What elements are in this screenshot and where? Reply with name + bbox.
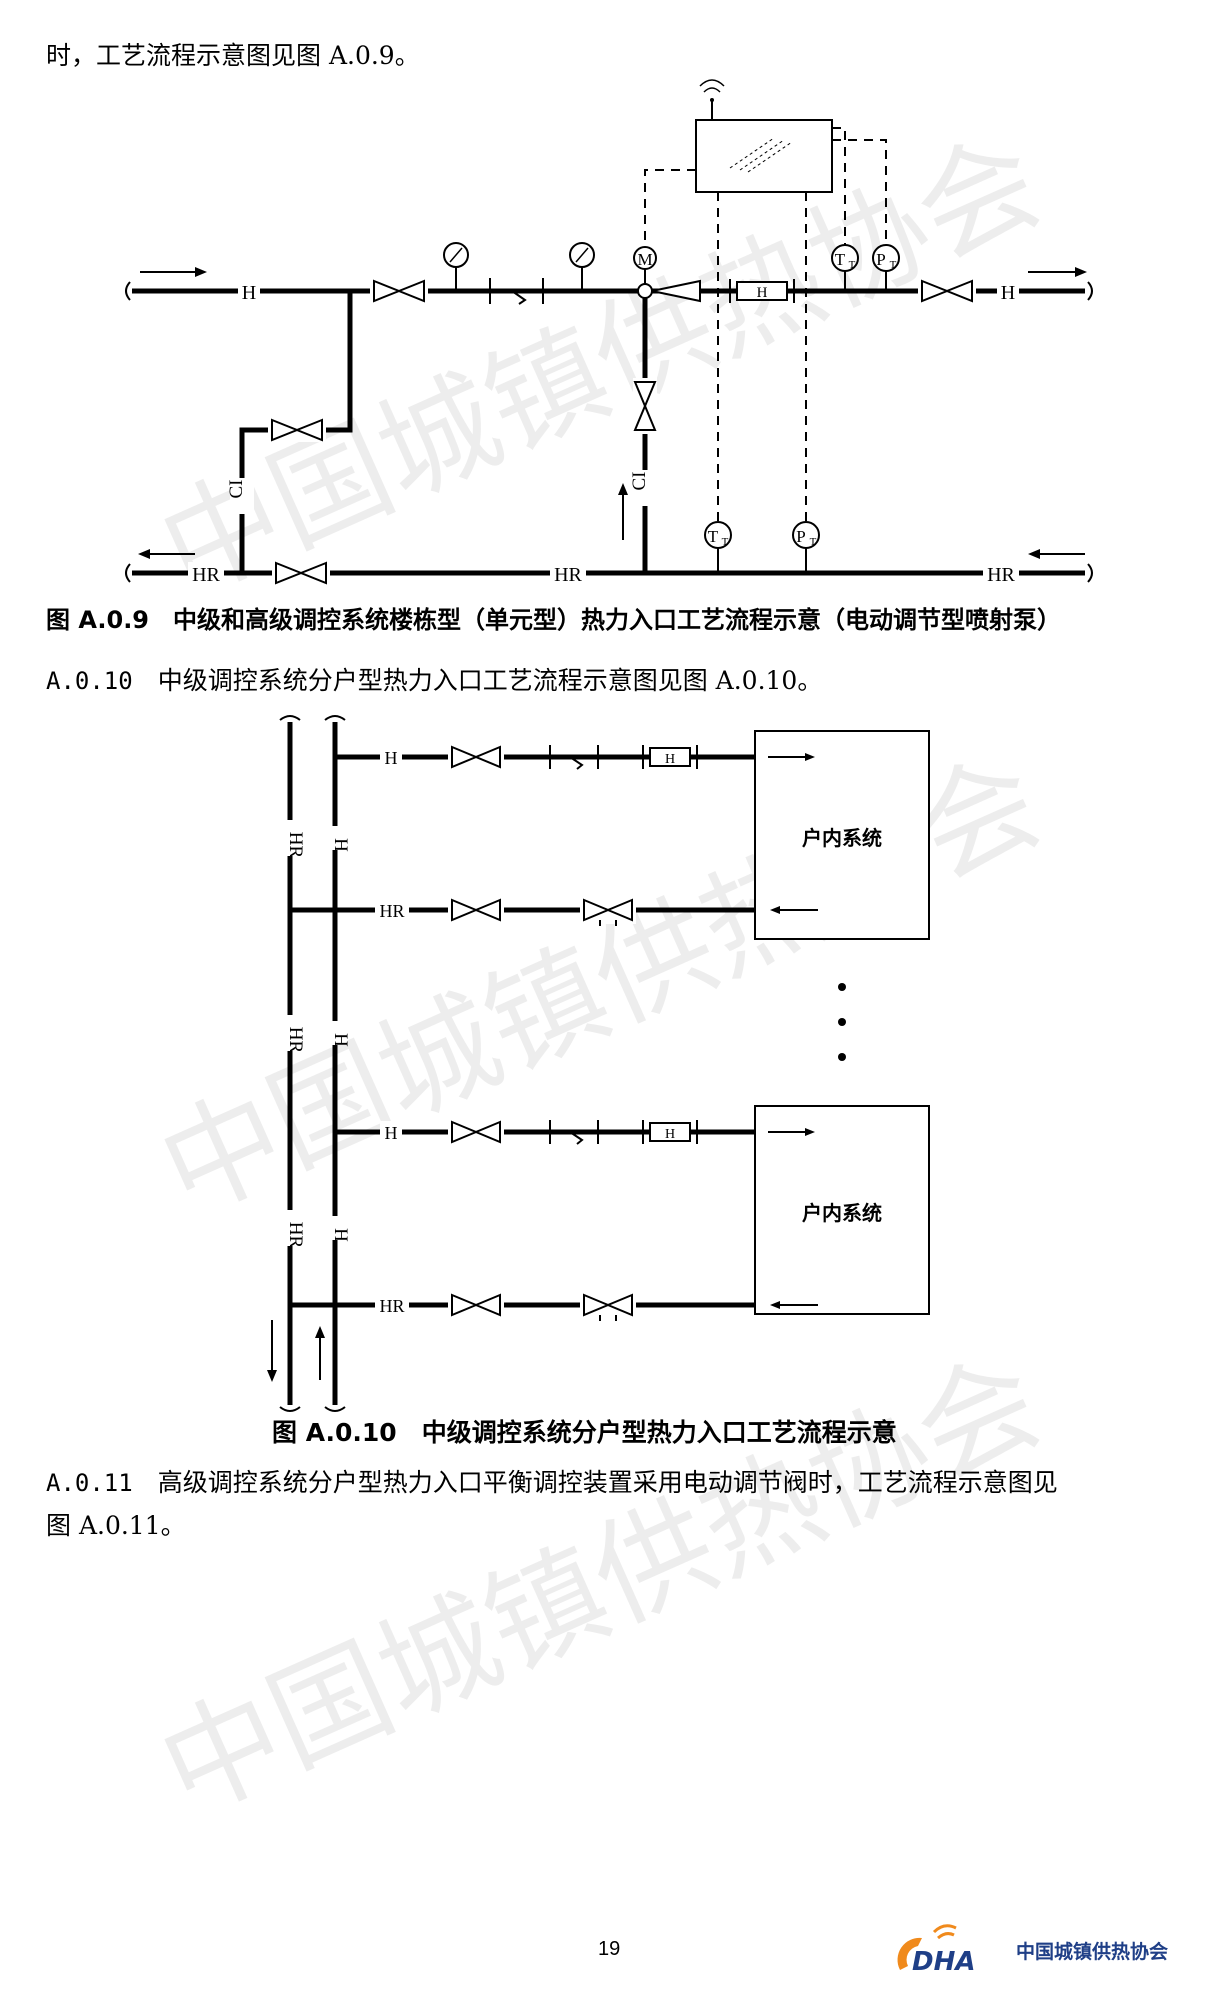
branch-label-h: H [385,748,398,768]
pipe-label-h: H [242,282,256,304]
meter-label: H [665,752,675,767]
paragraph-text: 高级调控系统分户型热力入口平衡调控装置采用电动调节阀时，工艺流程示意图见 [157,1468,1058,1497]
branch-label-h: H [385,1123,398,1143]
paragraph: A.0.10 中级调控系统分户型热力入口工艺流程示意图见图 A.0.10。 [46,663,822,699]
meter-label: H [665,1127,675,1142]
pipe-label-ci: CI [226,480,247,499]
unit-label: 户内系统 [802,1201,882,1225]
pipe-label-hr: HR [192,564,220,586]
sensor-label-t-sub: T [849,259,856,271]
pipe-label-ci: CI [629,472,650,491]
sensor-label-p: P [796,527,805,546]
riser-label-hr: HR [285,1027,306,1054]
clause-number: A.0.11 [46,1469,133,1497]
pipe-label-h: H [1001,282,1015,304]
sensor-label-p: P [876,250,885,269]
figure-a09-diagram: H H HR HR HR CI M CI [125,79,1093,586]
motor-label: M [637,250,652,269]
branch-label-hr: HR [379,901,404,921]
paragraph: A.0.11 高级调控系统分户型热力入口平衡调控装置采用电动调节阀时，工艺流程示… [46,1465,1058,1501]
riser-label-hr: HR [285,832,306,859]
pipe-label-hr: HR [987,564,1015,586]
association-logo-text: 中国城镇供热协会 [1016,1941,1169,1963]
sensor-label-p-sub: T [890,259,897,271]
pipe-label-hr: HR [554,564,582,586]
logo-letters: DHA [912,1947,975,1977]
sensor-label-t-sub: T [722,536,729,548]
riser-label-h: H [330,1033,351,1047]
association-logo-icon: DHA [897,1924,975,1977]
paragraph-text: 中级调控系统分户型热力入口工艺流程示意图见图 A.0.10。 [157,666,823,695]
riser-label-h: H [330,1228,351,1242]
figure-a010-diagram: HR H HR H HR H H H HR 户内系统 H [267,715,930,1412]
text-line: 时，工艺流程示意图见图 A.0.9。 [46,41,420,70]
sensor-label-t: T [835,250,846,269]
page-number: 19 [598,1938,621,1960]
sensor-label-t: T [708,527,719,546]
figure-caption: 图 A.0.10 中级调控系统分户型热力入口工艺流程示意 [272,1418,897,1447]
clause-number: A.0.10 [46,667,133,695]
unit-label: 户内系统 [802,826,882,850]
paragraph-continued: 图 A.0.11。 [46,1511,186,1540]
riser-label-hr: HR [285,1222,306,1249]
figure-caption: 图 A.0.9 中级和高级调控系统楼栋型（单元型）热力入口工艺流程示意（电动调节… [46,606,1062,634]
riser-label-h: H [330,838,351,852]
meter-label: H [757,285,768,301]
branch-label-hr: HR [379,1296,404,1316]
sensor-label-p-sub: T [810,536,817,548]
